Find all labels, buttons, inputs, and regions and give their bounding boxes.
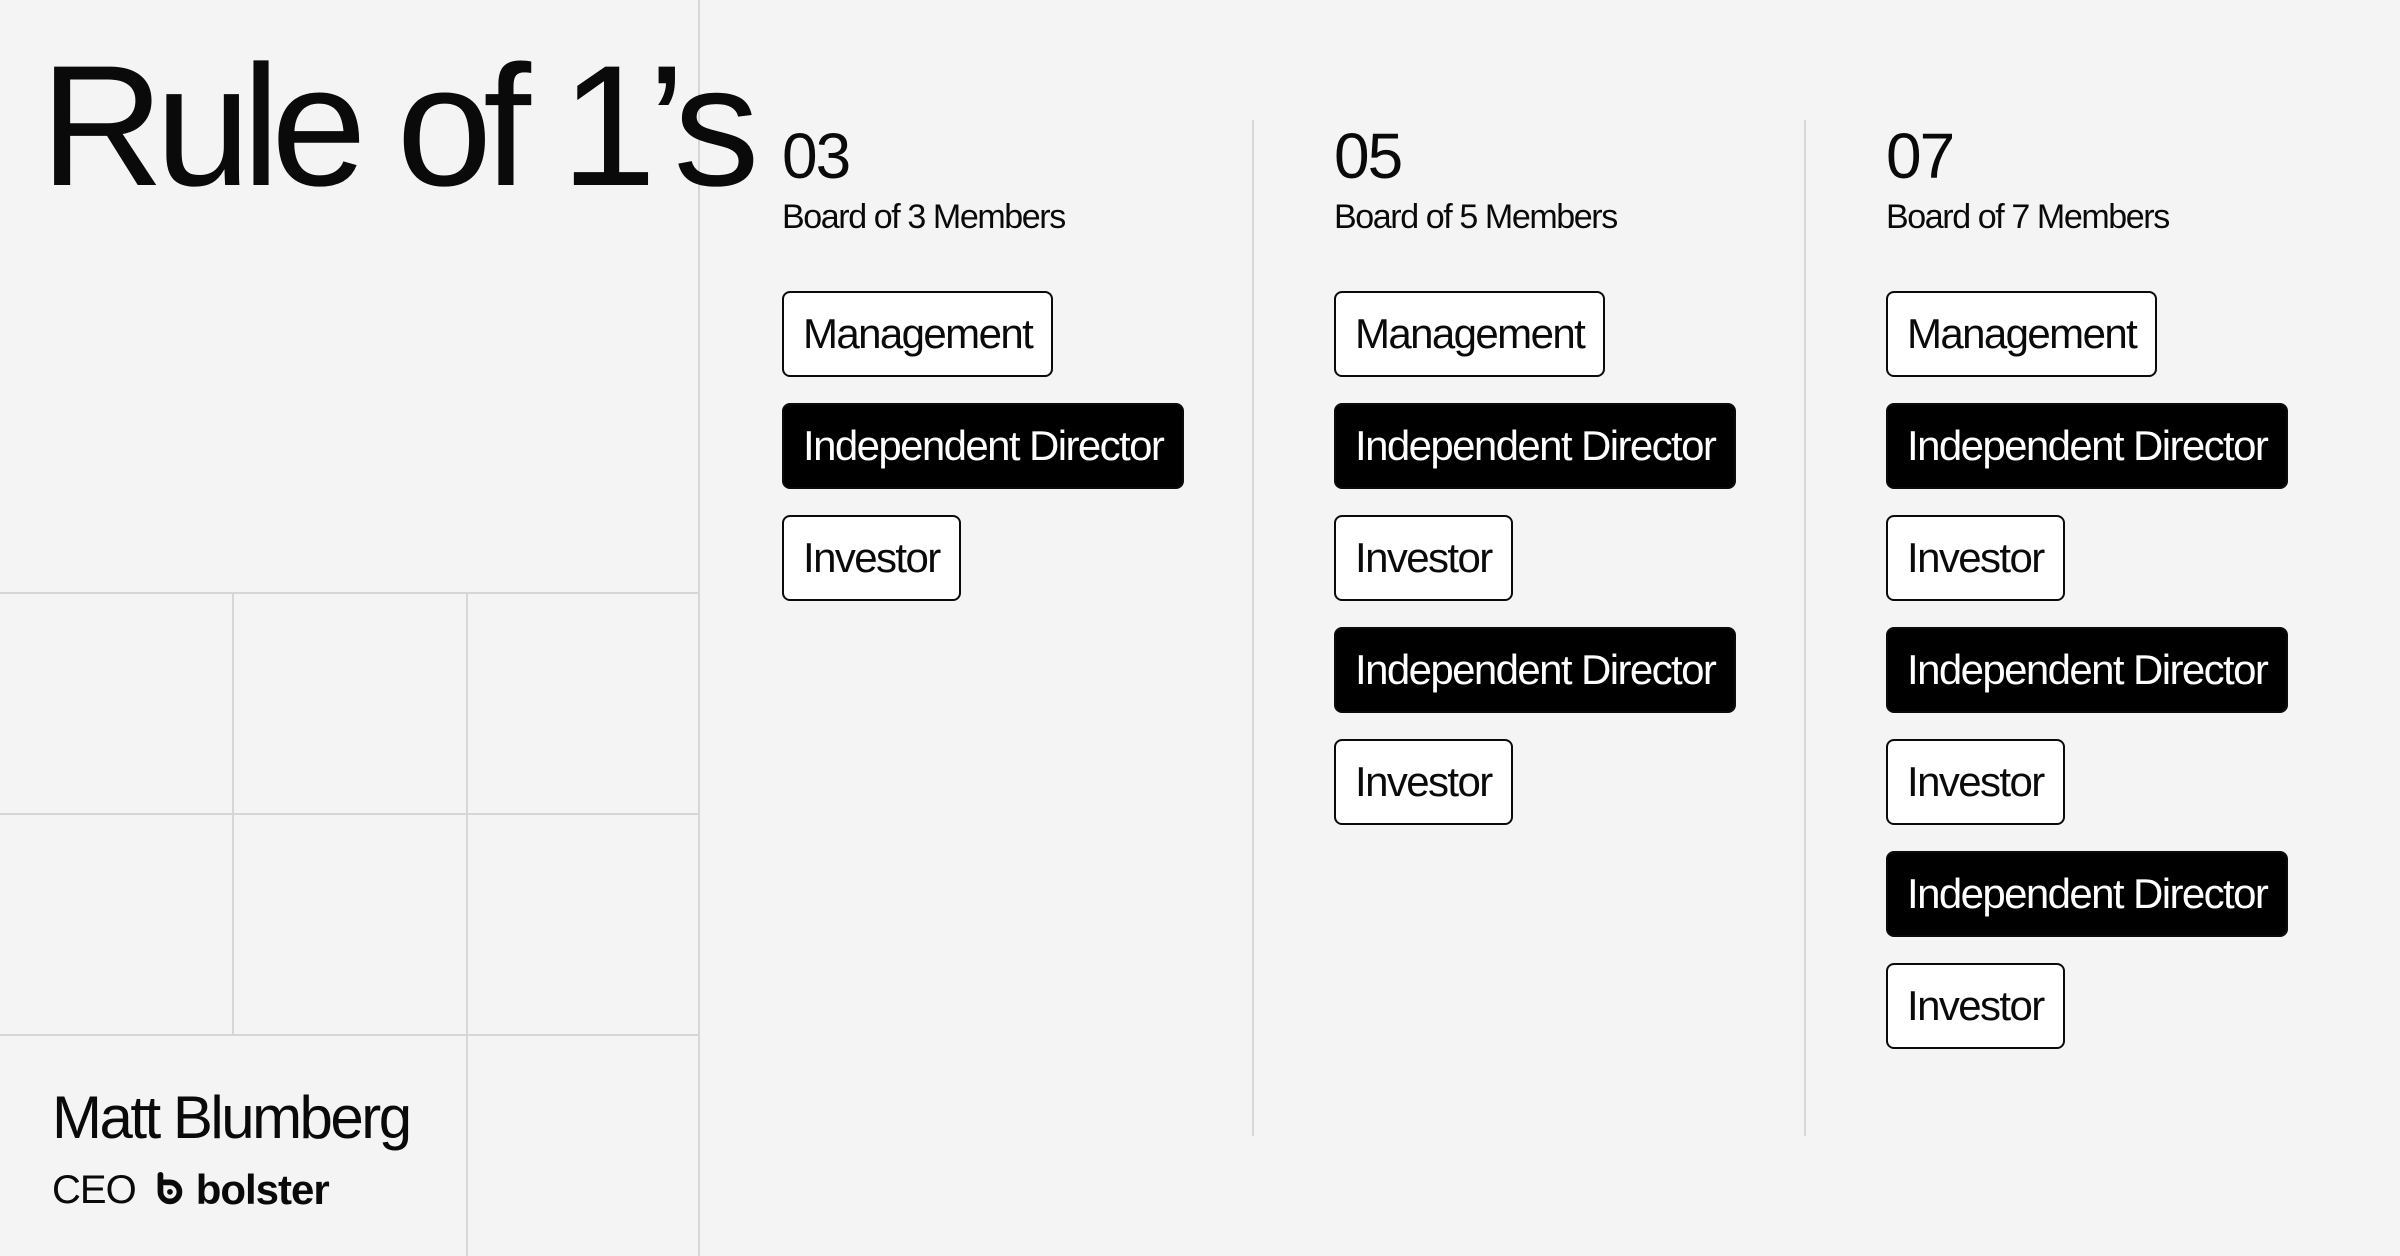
role-investor: Investor bbox=[1886, 963, 2065, 1049]
board-column-5: 05 Board of 5 Members Management Indepen… bbox=[1334, 120, 1794, 851]
brand-name: bolster bbox=[195, 1166, 330, 1213]
grid-divider bbox=[0, 1034, 700, 1036]
role-management: Management bbox=[782, 291, 1054, 377]
page-title: Rule of 1’s bbox=[40, 30, 760, 222]
board-number: 05 bbox=[1334, 120, 1403, 192]
role-independent-director: Independent Director bbox=[1886, 403, 2289, 489]
role-independent-director: Independent Director bbox=[1886, 851, 2289, 937]
board-caption: Board of 7 Members bbox=[1886, 198, 2170, 236]
role-independent-director: Independent Director bbox=[1886, 627, 2289, 713]
role-investor: Investor bbox=[1334, 739, 1513, 825]
author-role: CEO bbox=[52, 1167, 137, 1212]
role-investor: Investor bbox=[1334, 515, 1513, 601]
board-column-3: 03 Board of 3 Members Management Indepen… bbox=[782, 120, 1242, 627]
column-divider bbox=[1252, 120, 1254, 1136]
role-management: Management bbox=[1334, 291, 1606, 377]
grid-divider bbox=[0, 813, 700, 815]
board-number: 03 bbox=[782, 120, 851, 192]
role-list: Management Independent Director Investor… bbox=[1886, 291, 2346, 1049]
grid-divider bbox=[232, 592, 234, 1035]
role-list: Management Independent Director Investor… bbox=[1334, 291, 1794, 825]
author-block: Matt Blumberg CEO bolster bbox=[52, 1084, 412, 1214]
board-column-7: 07 Board of 7 Members Management Indepen… bbox=[1886, 120, 2346, 1075]
grid-divider bbox=[466, 592, 468, 1256]
board-caption: Board of 3 Members bbox=[782, 198, 1066, 236]
role-independent-director: Independent Director bbox=[1334, 627, 1737, 713]
bolster-logo-icon bbox=[157, 1171, 182, 1205]
board-caption: Board of 5 Members bbox=[1334, 198, 1618, 236]
role-independent-director: Independent Director bbox=[1334, 403, 1737, 489]
author-name: Matt Blumberg bbox=[52, 1084, 412, 1151]
role-investor: Investor bbox=[1886, 515, 2065, 601]
column-divider bbox=[1804, 120, 1806, 1136]
grid-divider bbox=[0, 592, 700, 594]
role-investor: Investor bbox=[1886, 739, 2065, 825]
board-number: 07 bbox=[1886, 120, 1955, 192]
author-role-line: CEO bolster bbox=[52, 1166, 410, 1214]
left-panel: Rule of 1’s Matt Blumberg CEO bolster bbox=[0, 0, 760, 1256]
role-investor: Investor bbox=[782, 515, 961, 601]
role-management: Management bbox=[1886, 291, 2158, 377]
role-independent-director: Independent Director bbox=[782, 403, 1185, 489]
role-list: Management Independent Director Investor bbox=[782, 291, 1242, 601]
